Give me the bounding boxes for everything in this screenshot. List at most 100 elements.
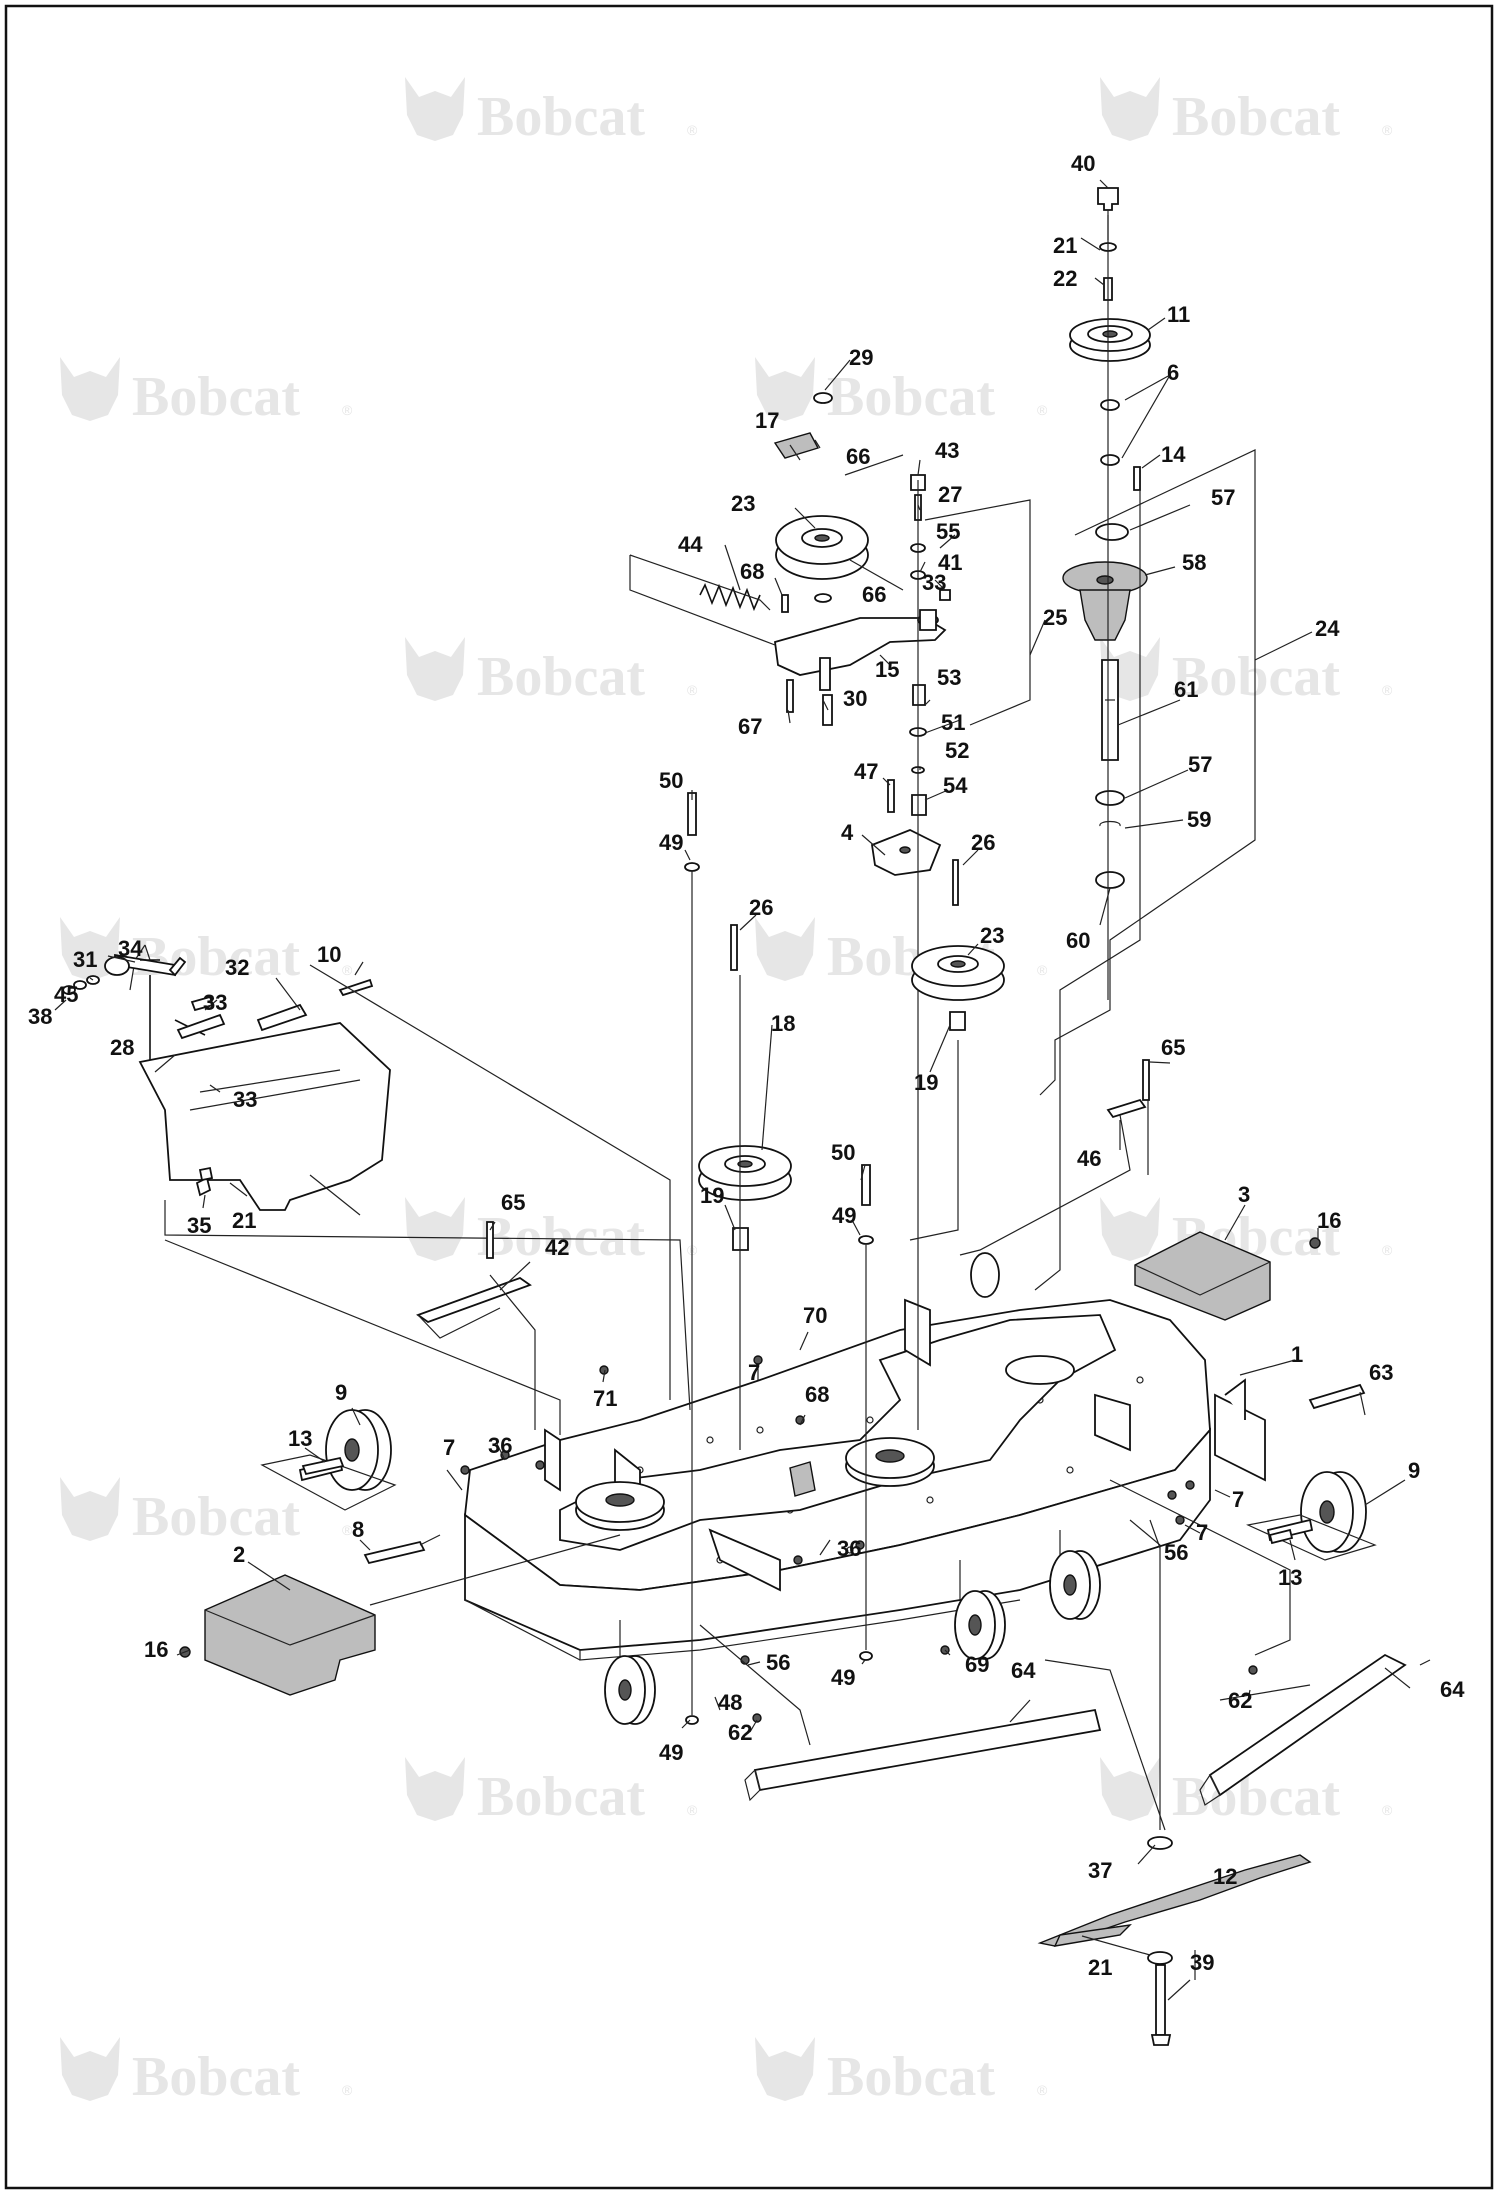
bobcat-watermark: Bobcat®: [755, 357, 1048, 428]
callout-63: 63: [1369, 1360, 1393, 1385]
pulley-18: [698, 1145, 792, 1201]
callout-49b: 49: [832, 1203, 856, 1228]
registered-mark: ®: [687, 122, 698, 138]
callout-41: 41: [938, 550, 962, 575]
registered-mark: ®: [1382, 1802, 1393, 1818]
bobcat-watermark: Bobcat ®: [755, 2037, 1048, 2108]
bobcat-watermark: Bobcat®: [405, 637, 698, 708]
callout-66a: 66: [846, 444, 870, 469]
center-knob: [789, 1461, 816, 1497]
callout-32: 32: [225, 955, 249, 980]
registered-mark: ®: [342, 402, 353, 418]
callout-8: 8: [352, 1517, 364, 1542]
callout-33a: 33: [203, 990, 227, 1015]
idler-assembly: [629, 392, 947, 726]
belt-path-outline: [1039, 449, 1256, 1096]
callout-17: 17: [755, 408, 779, 433]
callout-37: 37: [1088, 1858, 1112, 1883]
bobcat-watermark-text: Bobcat: [827, 2046, 995, 2108]
callout-6: 6: [1167, 360, 1179, 385]
registered-mark: ®: [1037, 2082, 1048, 2098]
callout-7c: 7: [1232, 1487, 1244, 1512]
callout-68b: 68: [805, 1382, 829, 1407]
registered-mark: ®: [1037, 962, 1048, 978]
lift-plate: [138, 1022, 391, 1211]
callout-7b: 7: [748, 1360, 760, 1385]
callout-7d: 7: [1196, 1520, 1208, 1545]
callout-26b: 26: [971, 830, 995, 855]
registered-mark: ®: [1382, 122, 1393, 138]
callout-59: 59: [1187, 807, 1211, 832]
leader-lines: [54, 179, 1411, 2001]
bobcat-logo-icon: [1100, 1757, 1160, 1821]
callout-57b: 57: [1188, 752, 1212, 777]
callout-7a: 7: [443, 1435, 455, 1460]
callout-54: 54: [943, 773, 968, 798]
bobcat-watermark-text: Bobcat: [477, 1206, 645, 1268]
callout-34: 34: [118, 936, 143, 961]
callout-52: 52: [945, 738, 969, 763]
callout-21b: 21: [232, 1208, 256, 1233]
callout-50b: 50: [831, 1140, 855, 1165]
callout-46: 46: [1077, 1146, 1101, 1171]
callout-22: 22: [1053, 266, 1077, 291]
bobcat-watermark-text: Bobcat: [132, 926, 300, 988]
registered-mark: ®: [1382, 1242, 1393, 1258]
callout-56a: 56: [1164, 1540, 1188, 1565]
callout-18: 18: [771, 1011, 795, 1036]
callout-33c: 33: [922, 570, 946, 595]
callout-11: 11: [1167, 302, 1190, 327]
callout-50a: 50: [659, 768, 683, 793]
callout-23a: 23: [731, 491, 755, 516]
callout-49a: 49: [659, 830, 683, 855]
spindle-stack: [1062, 187, 1151, 1000]
bobcat-logo-icon: [1100, 77, 1160, 141]
bobcat-watermark-text: Bobcat: [132, 1486, 300, 1548]
callout-70: 70: [803, 1303, 827, 1328]
callout-16b: 16: [1317, 1208, 1341, 1233]
mower-blade: [1037, 1836, 1312, 2046]
callout-30: 30: [843, 686, 867, 711]
callout-62b: 62: [728, 1720, 752, 1745]
callout-16a: 16: [144, 1637, 168, 1662]
bobcat-watermark-text: Bobcat: [1172, 86, 1340, 148]
callout-60: 60: [1066, 928, 1090, 953]
bobcat-watermark: Bobcat®: [1100, 1757, 1393, 1828]
callout-13b: 13: [1278, 1565, 1302, 1590]
callout-13a: 13: [288, 1426, 312, 1451]
gauge-wheel-left: [260, 1409, 397, 1511]
callout-21a: 21: [1053, 233, 1077, 258]
registered-mark: ®: [342, 2082, 353, 2098]
bobcat-watermark: Bobcat®: [60, 1477, 353, 1548]
bobcat-logo-icon: [405, 637, 465, 701]
callout-36a: 36: [488, 1433, 512, 1458]
callout-58: 58: [1182, 550, 1206, 575]
callout-49d: 49: [659, 1740, 683, 1765]
callout-3: 3: [1238, 1182, 1250, 1207]
registered-mark: ®: [687, 682, 698, 698]
baffle-front: [753, 1708, 1102, 1792]
deck-pulley-center: [845, 1437, 935, 1487]
callout-36b: 36: [837, 1536, 861, 1561]
bobcat-watermark-text: Bobcat: [477, 1766, 645, 1828]
caster-wheel-front-left: [604, 1620, 656, 1725]
bobcat-logo-icon: [405, 1197, 465, 1261]
watermark-layer: Bobcat ® Bobcat ® Bobcat ® Bobcat ® Bobcat ® Bobca…: [60, 77, 1393, 2108]
caster-wheel-rear-right-under: [970, 1252, 1000, 1298]
callout-66b: 66: [862, 582, 886, 607]
mower-deck: [464, 1252, 1266, 1725]
spindle-housing-58: [1062, 561, 1148, 641]
callout-39: 39: [1190, 1950, 1214, 1975]
gauge-wheel-right: [1246, 1471, 1377, 1561]
callout-9b: 9: [1408, 1458, 1420, 1483]
caster-wheel-front-mid: [954, 1560, 1006, 1660]
callout-53: 53: [937, 665, 961, 690]
callout-24: 24: [1315, 616, 1340, 641]
bobcat-watermark: Bobcat®: [405, 77, 698, 148]
registered-mark: ®: [1037, 402, 1048, 418]
callout-19b: 19: [914, 1070, 938, 1095]
bobcat-watermark: Bobcat®: [405, 1757, 698, 1828]
spindle-shaft-61: [1101, 659, 1119, 761]
callout-64a: 64: [1011, 1658, 1036, 1683]
